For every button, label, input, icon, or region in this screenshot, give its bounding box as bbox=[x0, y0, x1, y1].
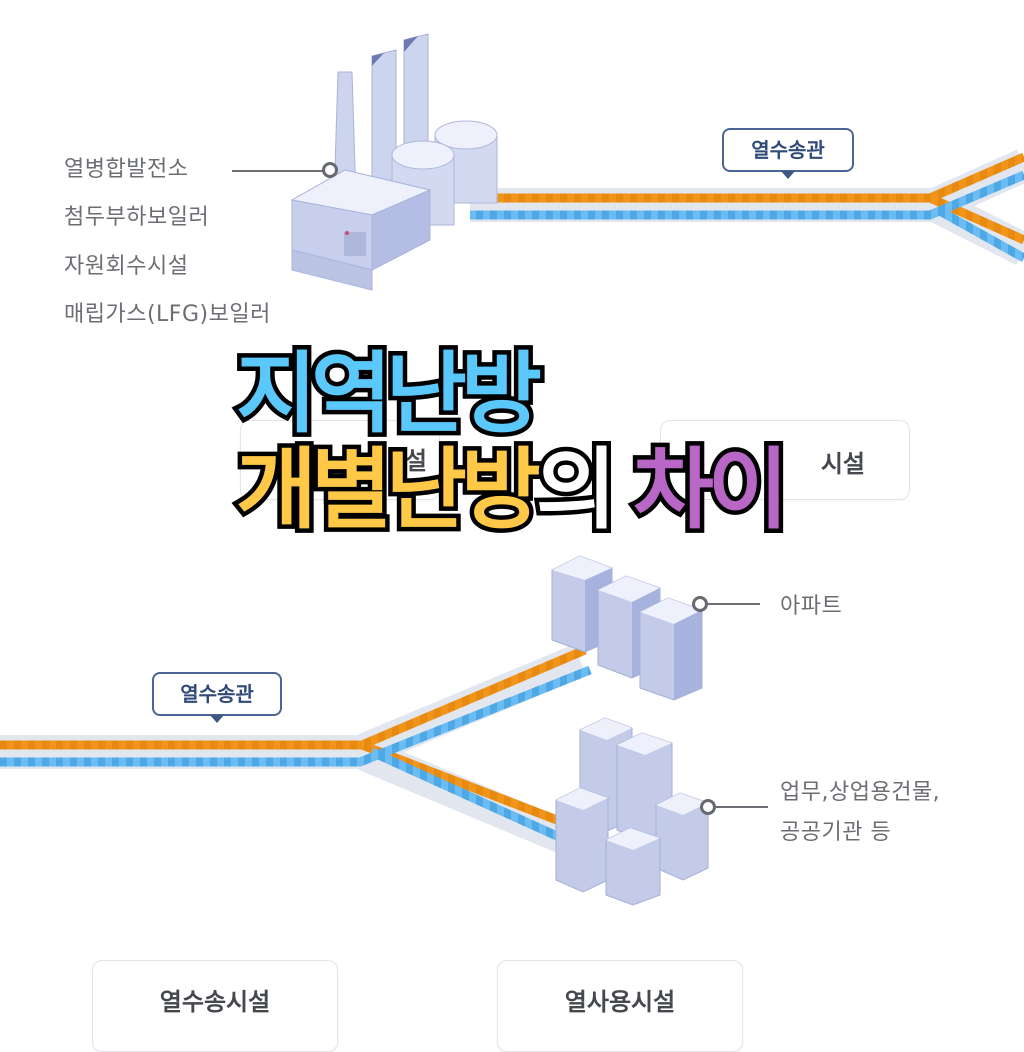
heat-usage-facility-box: 열사용시설 bbox=[497, 960, 743, 1052]
heat-transport-facility-box: 열수송시설 bbox=[92, 960, 338, 1052]
node-marker-apartment bbox=[692, 596, 708, 612]
commercial-buildings-illustration bbox=[555, 717, 709, 906]
facility-label-lfg-boiler: 매립가스(LFG)보일러 bbox=[64, 302, 271, 327]
title-line1: 지역난방 bbox=[232, 342, 547, 445]
heat-pipe-tag-top: 열수송관 bbox=[722, 128, 854, 179]
leader-line-apartment bbox=[708, 603, 760, 605]
box-label-partial: 시설 bbox=[820, 450, 865, 478]
node-marker-plant bbox=[322, 162, 338, 178]
production-facility-box: 설 bbox=[240, 420, 440, 500]
facility-box-right: 시설 bbox=[660, 420, 910, 500]
box-label-partial: 설 bbox=[404, 447, 427, 475]
leader-line-plant bbox=[232, 170, 324, 172]
node-marker-commercial bbox=[700, 799, 716, 815]
facility-label-peak-boiler: 첨두부하보일러 bbox=[64, 205, 210, 230]
title-difference: 차이 bbox=[628, 438, 793, 541]
heat-pipe-tag-bottom: 열수송관 bbox=[152, 672, 282, 723]
commercial-label-line1: 업무,상업용건물, bbox=[780, 780, 941, 805]
apartment-label: 아파트 bbox=[780, 594, 843, 619]
facility-label-resource-recovery: 자원회수시설 bbox=[64, 254, 189, 279]
facility-label-chp: 열병합발전소 bbox=[64, 157, 189, 182]
commercial-label-line2: 공공기관 등 bbox=[780, 820, 892, 845]
leader-line-commercial bbox=[716, 806, 768, 808]
pipe-network bbox=[0, 33, 1024, 906]
top-pipe bbox=[470, 149, 1024, 266]
power-plant-illustration bbox=[290, 33, 498, 291]
apartment-illustration bbox=[551, 555, 703, 701]
title-particle: 의 bbox=[531, 438, 621, 541]
bottom-pipe bbox=[0, 644, 592, 856]
title-individual-heating: 개별난방 bbox=[232, 438, 547, 541]
